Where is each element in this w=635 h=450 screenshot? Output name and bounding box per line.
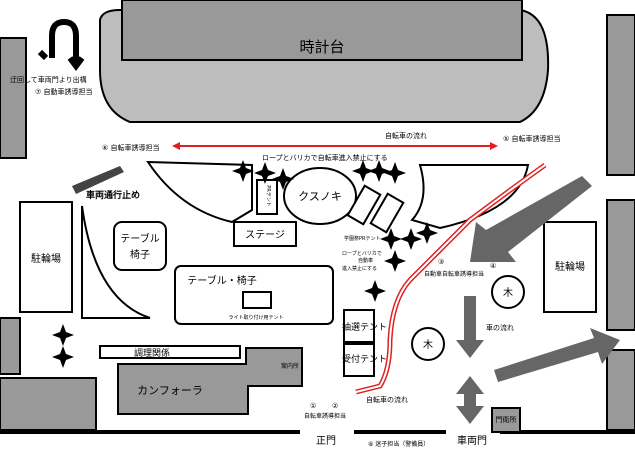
guide-7-label: ⑦ 自動車誘導担当	[35, 87, 93, 96]
left-building-top	[0, 37, 27, 159]
bicycle-route-inner	[355, 164, 546, 393]
bottom-left-building	[0, 377, 97, 431]
lottery-tent	[343, 309, 375, 343]
guide-3-label: ③	[438, 258, 444, 266]
stage-label: ステージ	[245, 230, 285, 241]
light-tent-label: ライト取り付け用テント	[228, 314, 283, 321]
reception-tent-label: 受付テント	[342, 353, 387, 365]
left-fan-area	[146, 160, 253, 224]
u-turn-note: 迂回して車両門より出構	[10, 75, 87, 84]
kusunoki-tree	[283, 167, 357, 225]
guide-3b-label: 自動車自転車誘導担当	[424, 270, 484, 278]
guard-label: 門衛所	[496, 415, 517, 424]
right-building-top	[606, 14, 635, 176]
u-turn-arrow-icon	[37, 18, 85, 71]
car-arrow-diag-in	[470, 176, 592, 262]
cooking-label: 調理関係	[134, 347, 170, 359]
rope-note2-b: 自動車	[358, 257, 373, 264]
right-building-mid	[606, 199, 635, 331]
lottery-tent-label: 抽選テント	[342, 321, 387, 333]
car-arrow-updown	[456, 376, 484, 424]
clock-tower-label: 時計台	[299, 38, 344, 56]
tent-note: 学園祭PRテント	[344, 235, 381, 242]
bicycle-flow-bottom-label: 自転車の流れ	[366, 395, 408, 404]
guide-12-text: 自転車誘導担当	[304, 412, 346, 420]
guide-5-label: ⑤ 自転車誘導担当	[503, 134, 561, 143]
parking-left-label: 駐輪場	[31, 252, 61, 265]
rope-note2-a: ロープとバリカで	[342, 251, 382, 257]
bottom-left-block	[0, 317, 21, 375]
vehicle-gate-label: 車両門	[457, 434, 487, 447]
guide-4-label: ④	[490, 262, 496, 270]
sparkle-markers	[52, 160, 438, 368]
guide-6-label: ⑥ 自転車誘導担当	[102, 143, 160, 152]
tent-b	[369, 192, 405, 234]
tent-a	[346, 184, 382, 226]
clock-tower-core	[121, 0, 523, 61]
bicycle-flow-top-label: 自転車の流れ	[385, 131, 427, 140]
guide-8-label: ⑧ 迷子担当（警備員）	[368, 440, 429, 448]
reception-tent	[343, 343, 375, 377]
tree-right	[491, 275, 525, 309]
table-chair-small-label-1: テーブル	[120, 232, 159, 245]
stage	[233, 221, 297, 247]
tree-center	[411, 327, 445, 361]
tree-center-label: 木	[423, 339, 433, 351]
car-flow-label: 車の流れ	[486, 323, 514, 332]
tree-right-label: 木	[503, 287, 513, 299]
parking-left	[19, 201, 73, 313]
canforla-building	[117, 347, 303, 415]
car-arrow-down	[456, 296, 484, 358]
main-gate-label: 正門	[316, 435, 336, 447]
cooking-bar	[99, 345, 241, 359]
canforla-label: カンフォーラ	[137, 384, 203, 397]
car-arrow-diag-out	[494, 328, 620, 382]
guard-house	[491, 407, 521, 433]
parking-right	[543, 221, 597, 313]
parking-right-label: 駐輪場	[555, 260, 585, 273]
bicycle-flow-top-head-left	[172, 142, 180, 150]
kusunoki-label: クスノキ	[298, 190, 342, 203]
guide-1-label: ①	[310, 402, 316, 410]
pr-tent-label: PRテント	[265, 185, 271, 207]
info-label: 案内所	[281, 362, 299, 370]
table-chair-small-label-2: 椅子	[130, 248, 150, 261]
pr-tent	[256, 179, 278, 215]
rope-note: ロープとバリカで自転車進入禁止にする	[262, 153, 388, 162]
light-tent-box	[242, 291, 272, 309]
guide-2-label: ②	[332, 402, 338, 410]
vehicle-stop-label: 車両通行止め	[86, 189, 140, 201]
rope-note2-c: 進入禁止にする	[342, 265, 377, 272]
bicycle-flow-top-head-right	[490, 142, 498, 150]
slope-area	[81, 205, 151, 319]
right-building-bot	[606, 349, 635, 431]
table-chair-main-label: テーブル・椅子	[187, 274, 256, 287]
vehicle-stop-bar	[72, 166, 124, 194]
table-chair-small	[113, 221, 167, 271]
